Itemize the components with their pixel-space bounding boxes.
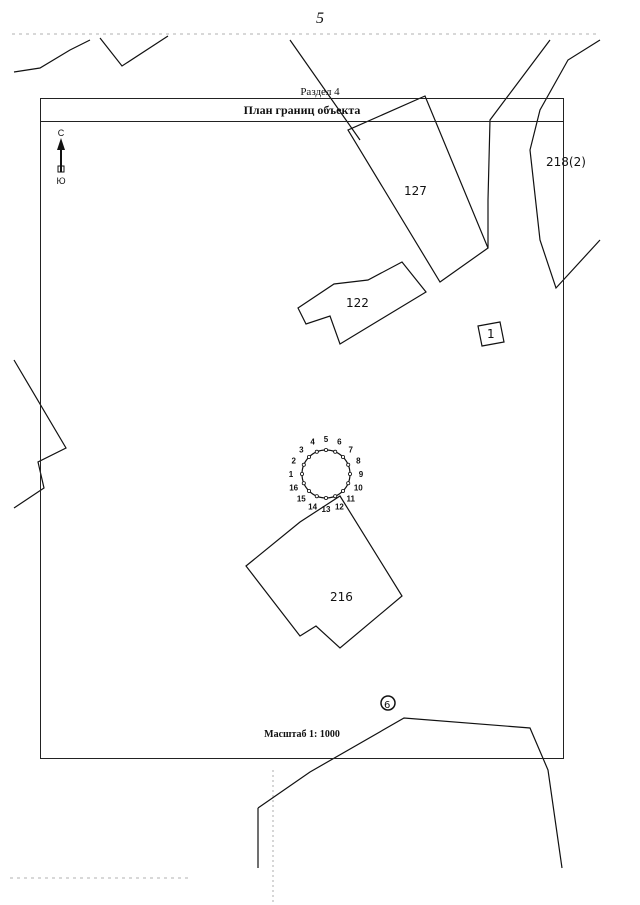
boundary-point-marker — [333, 449, 338, 454]
north-arrow-icon — [57, 138, 65, 173]
boundary-point-label: 12 — [335, 502, 344, 511]
parcel-6-marker — [380, 695, 396, 711]
boundary-point-marker — [333, 494, 338, 499]
boundary-point-label: 10 — [354, 483, 363, 492]
boundary-point-label: 11 — [346, 495, 355, 504]
parcel-6-label: 6 — [384, 700, 390, 711]
boundary-point-marker — [314, 449, 319, 454]
boundary-point-marker — [346, 481, 351, 486]
boundary-point-marker — [340, 488, 345, 493]
boundary-point-marker — [299, 471, 304, 476]
road-line-top-left — [13, 39, 91, 73]
parcel-127-outline — [347, 95, 489, 283]
boundary-point-label: 3 — [299, 445, 304, 454]
parcel-122-label: 122 — [346, 296, 369, 310]
north-label: С — [57, 128, 65, 138]
boundary-point-label: 4 — [310, 438, 315, 447]
road-line-top — [99, 35, 169, 67]
north-arrow: С Ю — [56, 128, 66, 186]
plan-frame: План границ объекта Масштаб 1: 1000 — [40, 98, 564, 759]
parcel-218-label: 218(2) — [546, 155, 586, 169]
boundary-point-label: 1 — [289, 470, 294, 479]
parcel-216-outline — [245, 495, 403, 649]
boundary-point-label: 5 — [324, 435, 329, 444]
parcel-127-label: 127 — [404, 184, 427, 198]
boundary-point-label: 9 — [359, 470, 364, 479]
boundary-point-marker — [314, 494, 319, 499]
parcel-122-outline — [297, 261, 427, 345]
boundary-point-label: 8 — [356, 457, 361, 466]
page-number: 5 — [316, 10, 324, 27]
boundary-point-label: 7 — [348, 445, 353, 454]
boundary-point-label: 2 — [291, 457, 296, 466]
road-line-bottom — [257, 717, 563, 869]
boundary-point-marker — [301, 462, 306, 467]
road-line-left — [13, 359, 67, 509]
scale-label: Масштаб 1: 1000 — [264, 729, 340, 740]
boundary-point-marker — [301, 481, 306, 486]
road-line-far-right — [529, 39, 601, 290]
boundary-point-marker — [346, 462, 351, 467]
boundary-point-label: 14 — [308, 502, 317, 511]
boundary-point-marker — [340, 454, 345, 459]
plan-title: План границ объекта — [41, 99, 563, 122]
boundary-point-marker — [306, 488, 311, 493]
boundary-point-label: 16 — [289, 483, 298, 492]
boundary-point-label: 13 — [322, 505, 331, 514]
section-heading: Раздел 4 — [300, 86, 340, 98]
parcel-1-label: 1 — [487, 327, 495, 341]
boundary-point-marker — [323, 495, 328, 500]
boundary-point-marker — [306, 454, 311, 459]
parcel-216-label: 216 — [330, 590, 353, 604]
boundary-point-marker — [347, 471, 352, 476]
road-line-right — [487, 39, 551, 248]
boundary-point-label: 15 — [297, 495, 306, 504]
boundary-point-label: 6 — [337, 438, 342, 447]
parcel-1-outline — [477, 321, 505, 347]
boundary-point-marker — [323, 447, 328, 452]
road-line-diagonal — [289, 39, 361, 141]
south-label: Ю — [56, 176, 66, 186]
